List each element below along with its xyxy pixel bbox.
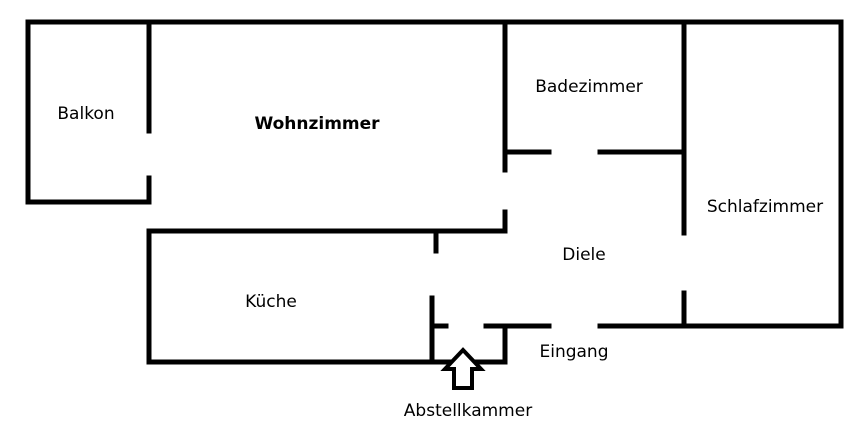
label-abstellkammer: Abstellkammer: [404, 401, 532, 421]
label-badezimmer: Badezimmer: [535, 77, 643, 97]
room-labels: Balkon Wohnzimmer Badezimmer Schlafzimme…: [57, 77, 823, 421]
label-diele: Diele: [562, 245, 605, 265]
balkon-wall: [25, 19, 152, 205]
label-balkon: Balkon: [57, 104, 114, 124]
label-wohnzimmer: Wohnzimmer: [254, 114, 380, 134]
walls: [25, 19, 844, 365]
up-arrow-icon: [440, 347, 486, 390]
label-kueche: Küche: [245, 292, 297, 312]
label-eingang: Eingang: [539, 342, 608, 362]
label-schlafzimmer: Schlafzimmer: [707, 197, 823, 217]
